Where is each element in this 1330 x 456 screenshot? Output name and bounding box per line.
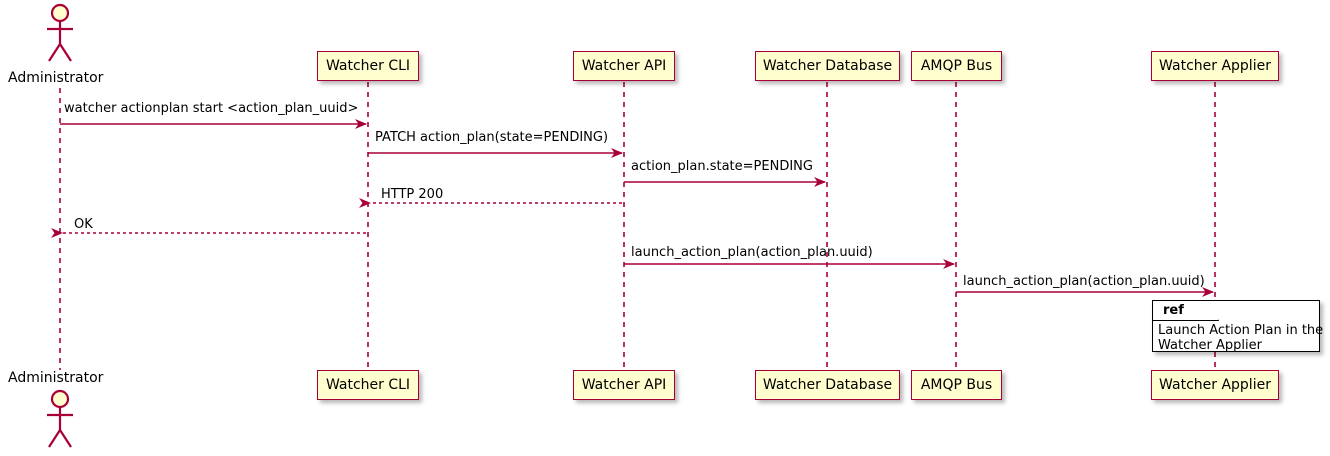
message-label-launch-action-plan-amqp: launch_action_plan(action_plan.uuid) bbox=[631, 245, 873, 260]
participant-amqp-bus-bottom[interactable]: AMQP Bus bbox=[911, 370, 1002, 400]
actor-administrator-top bbox=[47, 3, 73, 62]
participant-watcher-cli-top[interactable]: Watcher CLI bbox=[317, 51, 419, 81]
message-label-launch-action-plan-applier: launch_action_plan(action_plan.uuid) bbox=[963, 274, 1205, 289]
message-label-watcher-actionplan-start: watcher actionplan start <action_plan_uu… bbox=[64, 101, 359, 116]
actor-administrator-bottom bbox=[47, 389, 73, 448]
participant-watcher-applier-bottom[interactable]: Watcher Applier bbox=[1151, 370, 1279, 400]
participant-watcher-api-top[interactable]: Watcher API bbox=[573, 51, 675, 81]
participant-watcher-applier-top[interactable]: Watcher Applier bbox=[1151, 51, 1279, 81]
participant-watcher-database-top[interactable]: Watcher Database bbox=[755, 51, 900, 81]
message-label-patch-action-plan: PATCH action_plan(state=PENDING) bbox=[375, 130, 609, 145]
message-label-action-plan-state-pending: action_plan.state=PENDING bbox=[631, 159, 813, 174]
actor-label-administrator-bottom: Administrator bbox=[8, 370, 104, 386]
ref-fragment-line-1: Launch Action Plan in the bbox=[1158, 323, 1324, 338]
ref-fragment-line-2: Watcher Applier bbox=[1158, 338, 1262, 353]
ref-fragment-tab-label: ref bbox=[1153, 301, 1219, 321]
ref-fragment[interactable]: ref Launch Action Plan in the Watcher Ap… bbox=[1152, 300, 1323, 353]
lifelines bbox=[59, 82, 1216, 370]
participant-amqp-bus-top[interactable]: AMQP Bus bbox=[911, 51, 1002, 81]
message-label-http-200: HTTP 200 bbox=[381, 187, 444, 202]
ref-fragment-body: Launch Action Plan in the Watcher Applie… bbox=[1158, 323, 1323, 353]
participant-watcher-cli-bottom[interactable]: Watcher CLI bbox=[317, 370, 419, 400]
message-label-ok: OK bbox=[74, 217, 93, 232]
participant-watcher-api-bottom[interactable]: Watcher API bbox=[573, 370, 675, 400]
actor-label-administrator-top: Administrator bbox=[8, 70, 104, 86]
participant-watcher-database-bottom[interactable]: Watcher Database bbox=[755, 370, 900, 400]
